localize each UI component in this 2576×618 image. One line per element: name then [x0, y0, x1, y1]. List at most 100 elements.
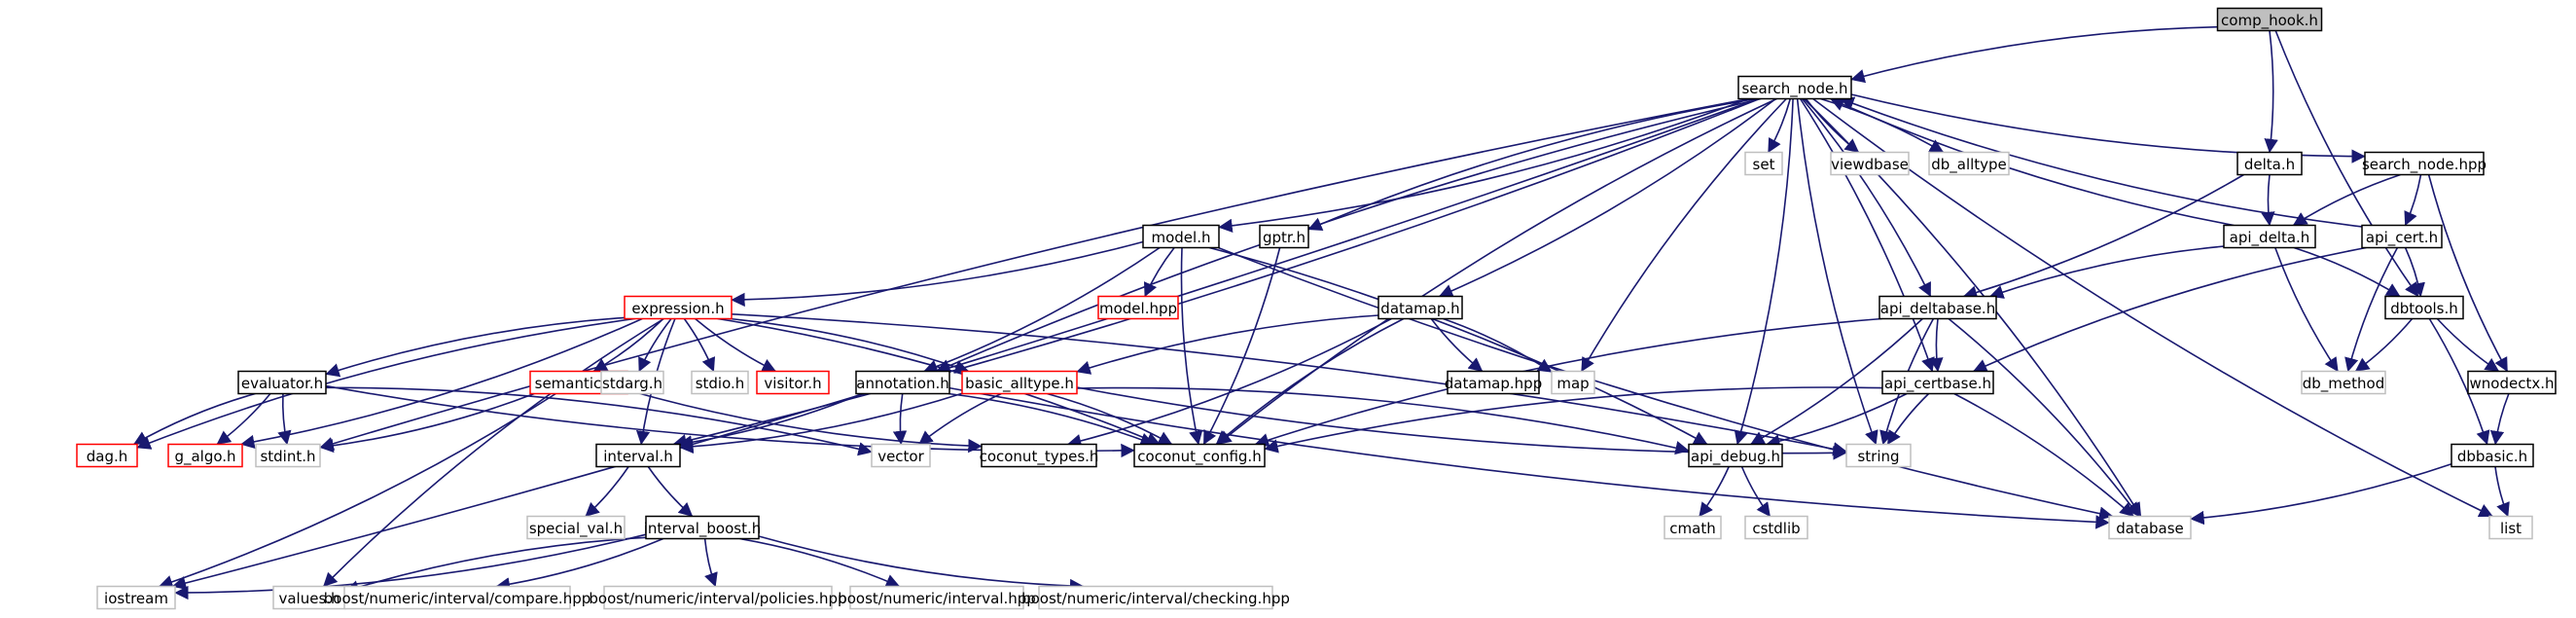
node-iostream[interactable]: iostream	[96, 585, 176, 610]
node-api_certbase[interactable]: api_certbase.h	[1881, 370, 1994, 395]
edge-dbtools-to-dbbasic	[2428, 318, 2490, 446]
node-box	[871, 443, 931, 468]
edge-semantics-to-iostream	[159, 392, 556, 589]
node-b_checking[interactable]: boost/numeric/interval/checking.hpp	[1021, 585, 1290, 610]
node-search_node_hpp[interactable]: search_node.hpp	[2362, 151, 2487, 176]
edge-delta-to-api_delta	[2261, 174, 2275, 227]
edge-api_deltabase-to-api_certbase	[1929, 318, 1944, 373]
node-dbbasic[interactable]: dbbasic.h	[2451, 443, 2534, 468]
edge-comp_hook-to-search_node	[1850, 25, 2218, 84]
node-annotation[interactable]: annotation.h	[855, 370, 950, 395]
node-viewdbase[interactable]: viewdbase	[1830, 151, 1910, 176]
edge-interval_boost-to-values	[344, 536, 647, 595]
node-db_alltype[interactable]: db_alltype	[1928, 151, 2010, 176]
node-label: interval_boost.h	[644, 520, 762, 538]
node-coconut_config[interactable]: coconut_config.h	[1133, 443, 1266, 468]
node-datamap[interactable]: datamap.h	[1377, 295, 1463, 320]
node-list[interactable]: list	[2488, 515, 2533, 540]
node-gptr[interactable]: gptr.h	[1259, 224, 1309, 249]
node-map[interactable]: map	[1551, 370, 1595, 395]
edge-model-to-model_hpp	[1143, 247, 1175, 298]
node-model_hpp[interactable]: model.hpp	[1097, 295, 1179, 320]
node-box	[1928, 151, 2010, 176]
node-label: boost/numeric/interval/checking.hpp	[1021, 590, 1290, 607]
edge-api_deltabase-to-coconut_config	[1254, 317, 1882, 448]
node-b_compare[interactable]: boost/numeric/interval/compare.hpp	[324, 585, 591, 610]
edge-annotation-to-interval	[677, 392, 863, 450]
edge-dbbasic-to-list	[2494, 466, 2510, 518]
node-label: gptr.h	[1263, 229, 1306, 246]
edge-search_node-to-model	[1218, 97, 1749, 234]
node-label: viewdbase	[1831, 156, 1909, 173]
node-box	[76, 443, 138, 468]
edge-api_debug-to-cstdlib	[1740, 466, 1771, 518]
node-box	[2301, 370, 2386, 395]
node-comp_hook[interactable]: comp_hook.h	[2216, 7, 2323, 32]
edge-model-to-database	[1218, 246, 2114, 521]
node-label: api_delta.h	[2230, 229, 2310, 247]
node-box	[2108, 515, 2192, 540]
node-label: boost/numeric/interval.hpp	[838, 590, 1036, 607]
node-b_interval[interactable]: boost/numeric/interval.hpp	[838, 585, 1036, 610]
edge-datamap-to-coconut_config	[1215, 317, 1405, 446]
edge-datamap-to-map	[1443, 317, 1553, 373]
node-string[interactable]: string	[1845, 443, 1912, 468]
node-box	[981, 443, 1097, 468]
node-wnodectx[interactable]: wnodectx.h	[2467, 370, 2557, 395]
edge-datamap-to-coconut_types	[1067, 317, 1392, 449]
node-db_method[interactable]: db_method	[2301, 370, 2386, 395]
edge-search_node-to-set	[1768, 98, 1792, 154]
node-datamap_hpp[interactable]: datamap.hpp	[1445, 370, 1542, 395]
node-cmath[interactable]: cmath	[1664, 515, 1722, 540]
edge-interval_boost-to-iostream	[174, 533, 647, 600]
node-stdint[interactable]: stdint.h	[255, 443, 321, 468]
node-box	[1830, 151, 1910, 176]
node-label: db_method	[2303, 375, 2384, 393]
edge-basic_alltype-to-interval	[679, 392, 963, 454]
node-coconut_types[interactable]: coconut_types.h	[980, 443, 1099, 468]
node-dag[interactable]: dag.h	[76, 443, 138, 468]
node-api_deltabase[interactable]: api_deltabase.h	[1878, 295, 1997, 320]
node-stdio[interactable]: stdio.h	[691, 370, 749, 395]
edge-dbtools-to-wnodectx	[2436, 317, 2500, 373]
edge-search_node-to-viewdbase	[1805, 98, 1860, 154]
node-interval[interactable]: interval.h	[595, 443, 681, 468]
edge-evaluator-to-vector	[325, 386, 873, 456]
node-box	[2216, 7, 2323, 32]
node-set[interactable]: set	[1744, 151, 1783, 176]
edge-search_node-to-api_debug	[1734, 98, 1794, 446]
node-interval_boost[interactable]: interval_boost.h	[644, 515, 762, 540]
node-api_delta[interactable]: api_delta.h	[2223, 224, 2316, 249]
node-delta[interactable]: delta.h	[2236, 151, 2303, 176]
edge-api_delta-to-dbtools	[2293, 246, 2401, 298]
node-label: model.h	[1152, 229, 1211, 246]
edge-basic_alltype-to-coconut_config	[1047, 392, 1173, 446]
node-label: model.hpp	[1099, 300, 1177, 317]
node-box	[2223, 224, 2316, 249]
node-stdarg[interactable]: stdarg.h	[600, 370, 664, 395]
node-basic_alltype[interactable]: basic_alltype.h	[961, 370, 1078, 395]
node-visitor[interactable]: visitor.h	[756, 370, 830, 395]
node-label: datamap.hpp	[1445, 375, 1542, 392]
node-api_debug[interactable]: api_debug.h	[1688, 443, 1783, 468]
node-label: api_deltabase.h	[1880, 300, 1995, 318]
node-search_node[interactable]: search_node.h	[1737, 75, 1852, 100]
node-expression[interactable]: expression.h	[624, 295, 733, 320]
node-evaluator[interactable]: evaluator.h	[237, 370, 327, 395]
node-database[interactable]: database	[2108, 515, 2192, 540]
edge-interval_boost-to-b_interval	[739, 537, 901, 588]
node-b_policies[interactable]: boost/numeric/interval/policies.hpp	[589, 585, 847, 610]
node-dbtools[interactable]: dbtools.h	[2384, 295, 2464, 320]
edge-evaluator-to-g_algo	[216, 392, 271, 446]
node-box	[855, 370, 950, 395]
edge-api_cert-to-dbtools	[2404, 247, 2425, 298]
node-label: search_node.hpp	[2362, 156, 2487, 174]
node-model[interactable]: model.h	[1142, 224, 1220, 249]
node-g_algo[interactable]: g_algo.h	[167, 443, 243, 468]
node-special_val[interactable]: special_val.h	[526, 515, 626, 540]
node-box	[1744, 151, 1783, 176]
node-api_cert[interactable]: api_cert.h	[2361, 224, 2443, 249]
node-cstdlib[interactable]: cstdlib	[1744, 515, 1808, 540]
node-vector[interactable]: vector	[871, 443, 931, 468]
node-values[interactable]: values.h	[272, 585, 346, 610]
